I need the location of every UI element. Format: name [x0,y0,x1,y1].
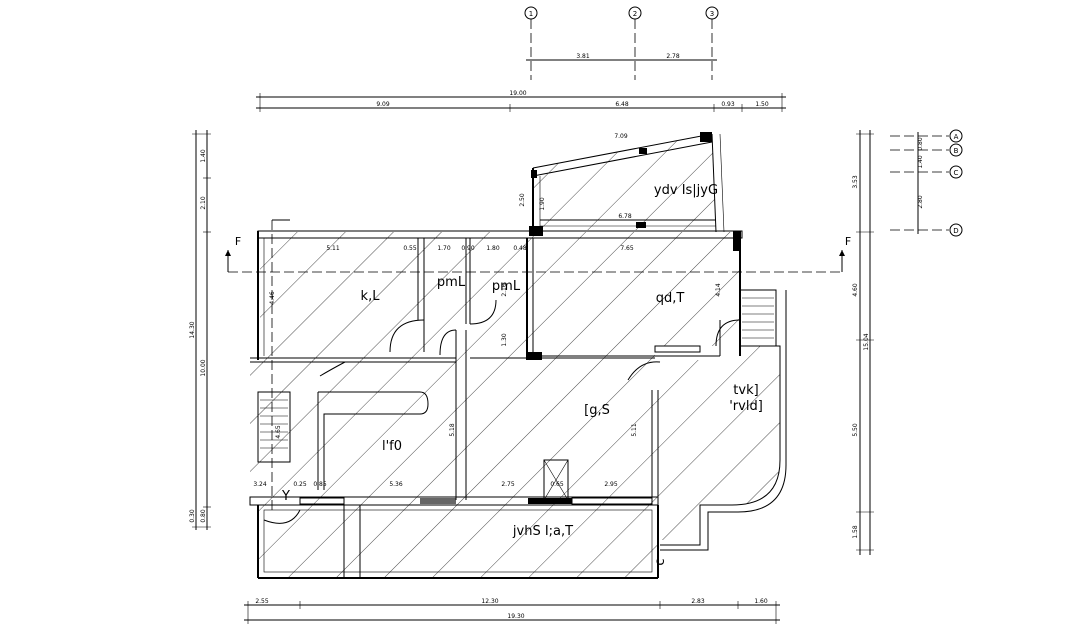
dim-left-d: 0.80 [200,509,207,523]
room-label-kl: k,L [361,289,381,304]
section-line [225,219,845,512]
dim-130: 1.30 [501,333,508,347]
dim-left-total: 14.30 [189,321,196,338]
dim-right-c: 3.53 [852,175,859,189]
dim-085: 0.85 [313,481,327,488]
dim-048: 0.48 [513,245,527,252]
hatched-floor-areas [250,134,780,578]
section-label-right: F [845,235,851,248]
bottom-dimension-lines [244,601,780,624]
room-label-y: Y [281,489,290,504]
dim-511: 5.11 [326,245,340,252]
door-swings [263,299,741,524]
grid-label-2: 2 [633,10,637,18]
top-grid-axes [524,6,719,80]
room-label-pml-1: pmL [437,275,466,290]
dim-250: 2.50 [519,193,526,207]
dim-055: 0.55 [403,245,417,252]
grid-label-c: C [954,169,959,177]
dim-709: 7.09 [614,133,628,140]
room-label-lfo: l'f0 [382,439,402,454]
dim-bot-c: 2.83 [691,598,705,605]
grid-label-1: 1 [529,10,533,18]
right-dimension-lines [856,130,874,555]
dim-right-f: 5.50 [852,423,859,437]
section-label-left: F [235,235,241,248]
dim-295: 2.95 [604,481,618,488]
dim-left-e: 0.30 [189,509,196,523]
dim-536: 5.36 [389,481,403,488]
left-dimension-lines [192,130,211,530]
dim-025: 0.25 [293,481,307,488]
dim-right-b: 1.40 [917,155,924,169]
top-dimension-lines [256,93,786,112]
room-label-c: c [653,558,668,565]
dim-right-e: 4.60 [852,283,859,297]
dim-right-a: 0.80 [917,137,924,151]
dim-180: 1.80 [486,245,500,252]
dim-765: 7.65 [620,245,634,252]
dim-465: 4.65 [275,425,282,439]
dim-216: 2.16 [501,283,508,297]
dim-right-g: 1.58 [852,525,859,539]
building-walls [249,132,787,579]
dim-left-a: 1.40 [200,149,207,163]
dim-top-a: 9.09 [376,101,390,108]
grid-label-a: A [954,133,959,141]
grid-label-3: 3 [710,10,714,18]
grid-label-d: D [953,227,958,235]
dim-324: 3.24 [253,481,267,488]
dim-left-c: 10.00 [200,359,207,376]
dim-170: 1.70 [437,245,451,252]
room-label-tvk: tvk] [733,383,758,398]
room-label-rvld: 'rvld] [729,399,763,414]
dim-top-d: 1.50 [755,101,769,108]
dim-top-small-1: 3.81 [576,53,590,60]
dim-511b: 5.11 [631,423,638,437]
grid-label-b: B [954,147,959,155]
dim-bot-total: 19.30 [507,613,524,620]
dim-right-total: 15.04 [863,333,870,350]
room-label-jvhs: jvhS I;a,T [512,524,573,539]
dim-065: 0.65 [550,481,564,488]
dim-top-small-2: 2.78 [666,53,680,60]
dim-top-total: 19.00 [509,90,526,97]
room-label-ydv: ydv Is|jyG [654,183,718,198]
dim-top-c: 0.93 [721,101,735,108]
dim-bot-d: 1.60 [754,598,768,605]
right-grid-axes [890,129,963,237]
dim-top-b: 6.48 [615,101,629,108]
dim-414: 4.14 [715,283,722,297]
dim-190: 1.90 [539,197,546,211]
dim-left-b: 2.10 [200,196,207,210]
dim-bot-a: 2.55 [255,598,269,605]
room-label-gs: [g,S [584,403,610,418]
dim-518: 5.18 [449,423,456,437]
room-label-qdt: qd,T [656,291,685,306]
dim-right-d: 2.80 [917,195,924,209]
dim-275: 2.75 [501,481,515,488]
room-label-pml-2: pmL [492,279,521,294]
dim-678: 6.78 [618,213,632,220]
dim-090: 0.90 [461,245,475,252]
dim-446: 4.46 [269,291,276,305]
dim-bot-b: 12.30 [481,598,498,605]
